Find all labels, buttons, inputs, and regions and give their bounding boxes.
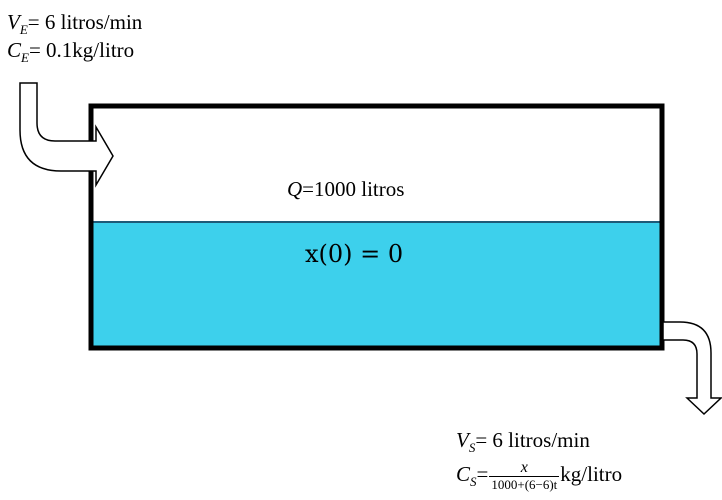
initial-condition-label: x(0) = 0 bbox=[305, 240, 404, 268]
inlet-flow-symbol: V bbox=[7, 10, 20, 34]
outlet-flow-value: = 6 litros/min bbox=[475, 428, 590, 452]
inlet-flow-value: = 6 litros/min bbox=[27, 10, 143, 34]
outlet-flow-symbol: V bbox=[456, 428, 469, 452]
outlet-flow-subscript: S bbox=[468, 440, 476, 455]
tank-liquid bbox=[90, 221, 663, 349]
outlet-conc-eq: = bbox=[476, 462, 489, 486]
fraction-denominator: 1000+(6−6)t bbox=[489, 476, 560, 493]
tank-air-space bbox=[91, 106, 662, 222]
tank-wall bbox=[88, 103, 665, 351]
inlet-conc-symbol: C bbox=[7, 38, 22, 62]
inlet-conc-subscript: E bbox=[21, 50, 29, 65]
tank-capacity-label: Q=1000 litros bbox=[287, 177, 404, 201]
inlet-conc-value: = 0.1kg/litro bbox=[28, 38, 135, 62]
outlet-pipe-arrow bbox=[662, 321, 722, 416]
capacity-symbol: Q bbox=[287, 177, 303, 201]
outlet-conc-unit: kg/litro bbox=[560, 462, 623, 486]
outlet-conc-subscript: S bbox=[470, 474, 477, 489]
outlet-flow-label: VS= 6 litros/min bbox=[456, 428, 590, 455]
fraction-numerator: x bbox=[520, 459, 528, 477]
outlet-conc-symbol: C bbox=[456, 462, 471, 486]
inlet-flow-subscript: E bbox=[19, 22, 28, 37]
inlet-concentration-label: CE= 0.1kg/litro bbox=[7, 38, 134, 65]
inlet-pipe-arrow bbox=[19, 82, 114, 188]
capacity-value: =1000 litros bbox=[302, 177, 405, 201]
inlet-flow-label: VE= 6 litros/min bbox=[7, 10, 142, 37]
